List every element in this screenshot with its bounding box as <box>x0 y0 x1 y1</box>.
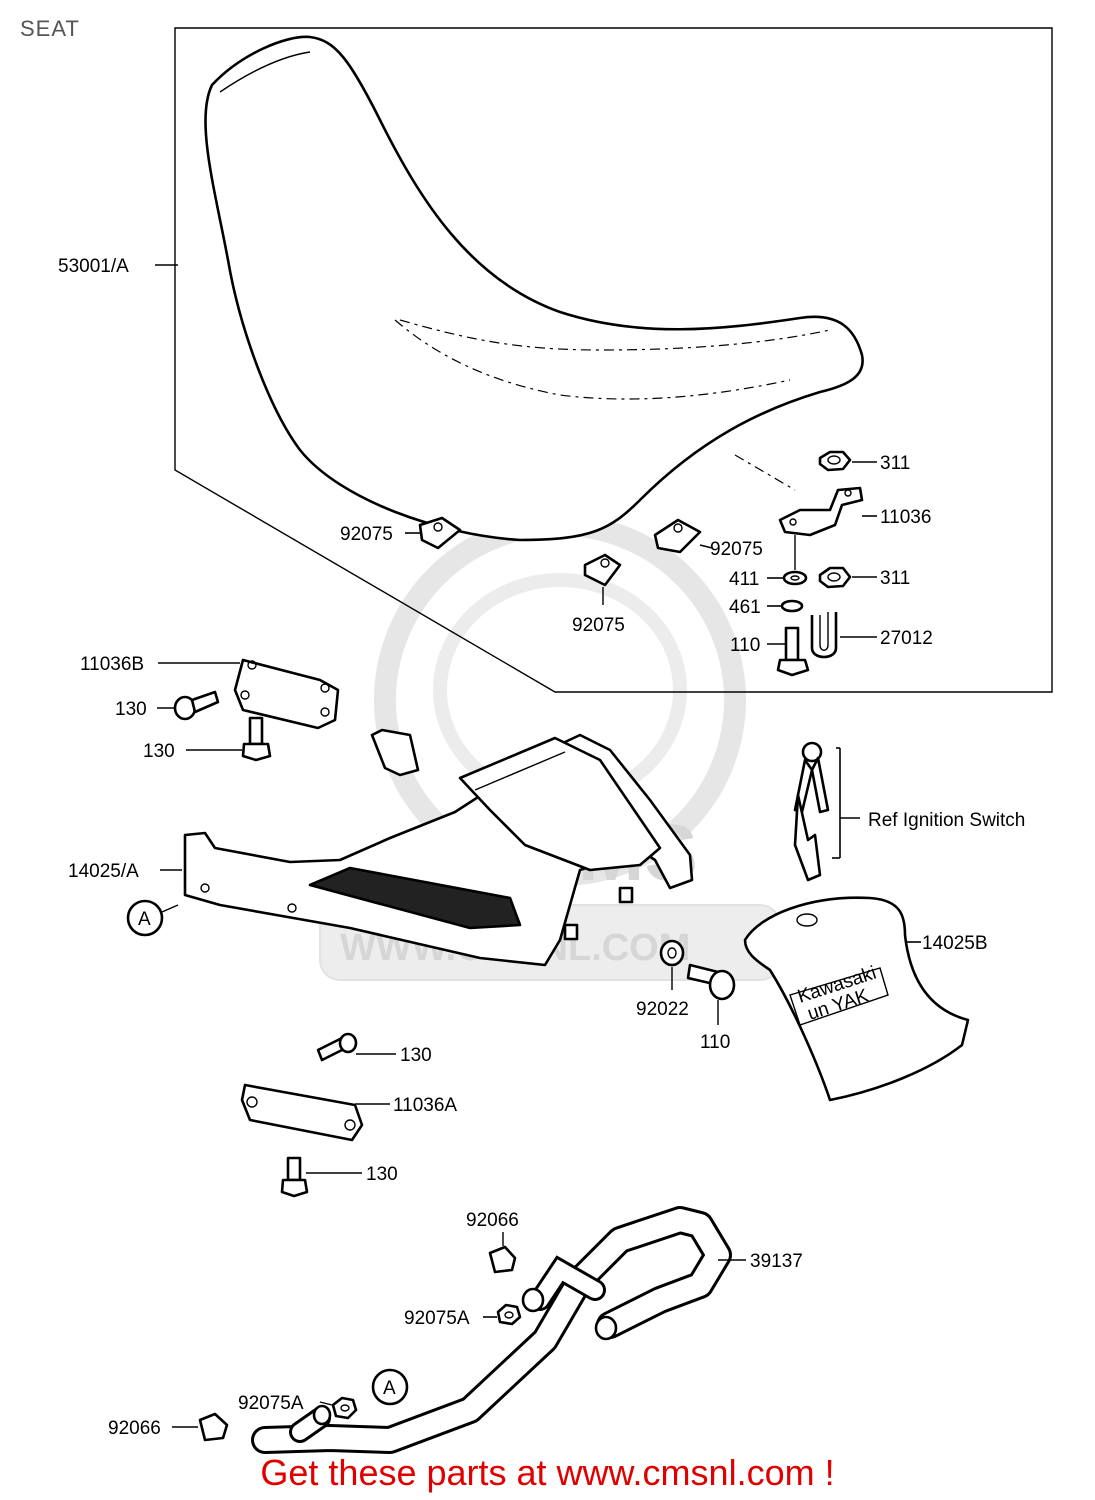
label-311-bottom: 311 <box>880 568 910 589</box>
label-130-c: 130 <box>400 1045 432 1066</box>
label-92075a-top: 92075A <box>404 1308 470 1329</box>
side-cover-14025b: Kawasaki un YAK <box>743 896 970 1102</box>
label-14025a: 14025/A <box>68 861 139 882</box>
label-130-d: 130 <box>366 1164 398 1185</box>
label-110-top: 110 <box>730 635 760 656</box>
label-130-b: 130 <box>143 741 175 762</box>
ref-a-bottom: A <box>371 1368 409 1406</box>
bolt-130-a <box>157 690 220 721</box>
bolt-130-b <box>186 716 272 762</box>
nut-92075a-bottom <box>319 1396 358 1420</box>
ref-a-bottom-text: A <box>383 1378 396 1399</box>
seat <box>204 35 864 542</box>
cap-92066-top <box>488 1232 517 1274</box>
label-92066-bottom: 92066 <box>108 1418 161 1439</box>
promo-link[interactable]: Get these parts at www.cmsnl.com ! <box>260 1452 835 1493</box>
label-14025b: 14025B <box>922 933 988 954</box>
cover-14025a <box>160 728 694 967</box>
nut-92075a-top <box>483 1303 522 1326</box>
label-11036b: 11036B <box>80 654 144 675</box>
clip-92075-mid <box>583 553 622 605</box>
ubolt-27012 <box>810 612 877 659</box>
clip-92075-right <box>653 518 713 554</box>
ref-a-left: A <box>126 899 179 937</box>
bolt-130-d <box>280 1156 362 1198</box>
label-92075-mid: 92075 <box>572 615 625 636</box>
washer-92022 <box>659 939 685 990</box>
page-title: SEAT <box>20 16 80 41</box>
cap-92066-bottom <box>172 1412 229 1442</box>
label-53001a: 53001/A <box>58 256 129 277</box>
bracket-11036 <box>778 486 877 570</box>
label-411: 411 <box>729 569 759 590</box>
label-11036a: 11036A <box>393 1095 457 1116</box>
label-92075-right: 92075 <box>710 539 763 560</box>
bolt-110-bottom <box>686 963 736 1025</box>
label-39137: 39137 <box>750 1251 803 1272</box>
label-92022: 92022 <box>636 999 689 1020</box>
ignition-keys <box>793 741 860 882</box>
label-311-top: 311 <box>880 453 910 474</box>
label-92075a-bottom: 92075A <box>238 1393 304 1414</box>
label-92075-left: 92075 <box>340 524 393 545</box>
label-ref-ignition: Ref Ignition Switch <box>868 810 1025 831</box>
bolt-110-top <box>767 626 810 677</box>
nut-311-bottom <box>818 566 877 589</box>
grab-bar-39137 <box>251 1206 746 1454</box>
label-11036: 11036 <box>880 507 931 528</box>
bracket-11036a <box>240 1083 390 1142</box>
bracket-11036b <box>158 658 340 730</box>
seat-group-outline <box>174 27 1053 693</box>
label-27012: 27012 <box>880 628 933 649</box>
label-92066-top: 92066 <box>466 1210 519 1231</box>
label-130-a: 130 <box>115 699 147 720</box>
washer-461 <box>767 599 804 613</box>
bolt-130-c <box>316 1032 396 1062</box>
label-110-bottom: 110 <box>700 1032 730 1053</box>
label-461: 461 <box>729 597 761 618</box>
washer-411 <box>767 570 808 586</box>
nut-311-top <box>818 450 877 472</box>
clip-92075-left <box>405 516 462 550</box>
ref-a-left-text: A <box>138 909 151 930</box>
